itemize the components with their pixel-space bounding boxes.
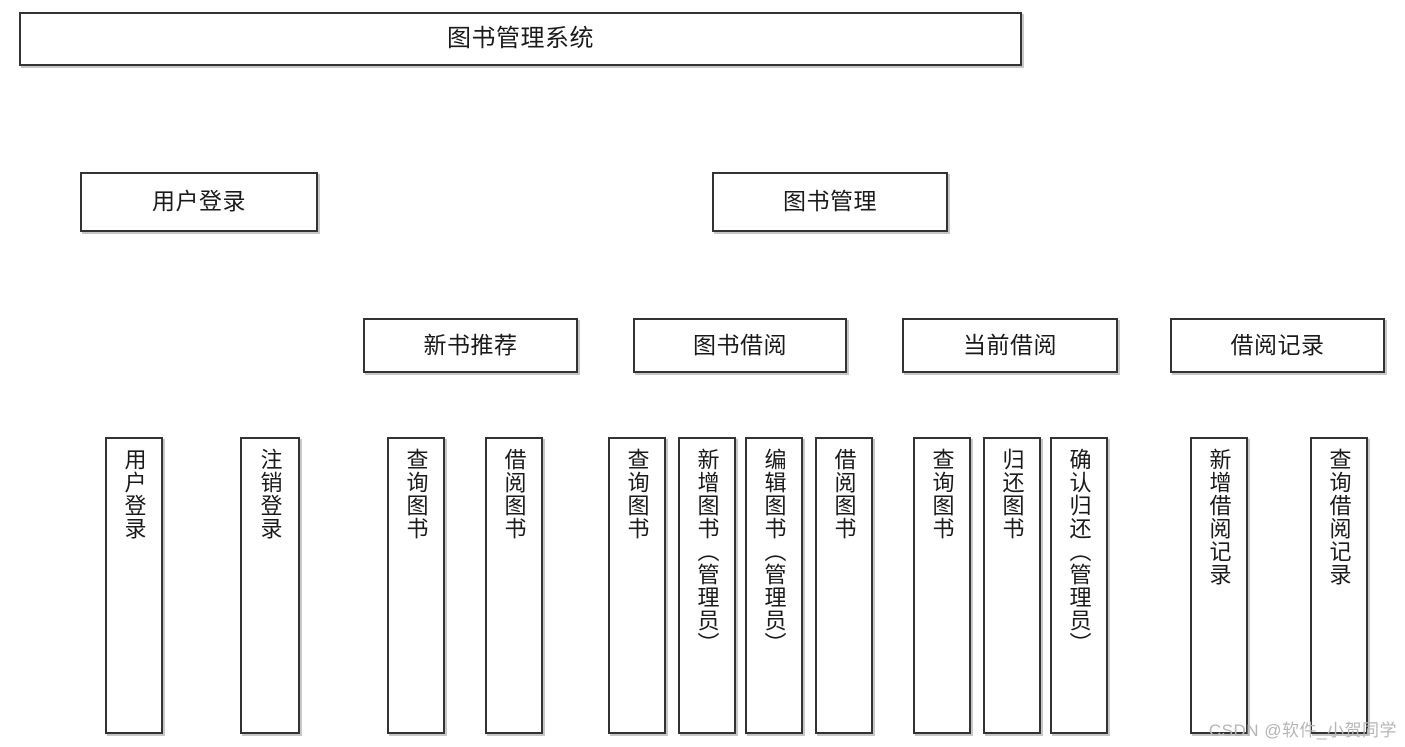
node-label: 图书借阅 (693, 331, 787, 358)
node-leaf-borrow-edit[interactable]: 编辑图书（管理员） (745, 437, 803, 734)
node-label: 归还图书 (999, 448, 1025, 540)
node-leaf-cur-return[interactable]: 归还图书 (983, 437, 1041, 734)
node-borrow-record[interactable]: 借阅记录 (1170, 318, 1385, 373)
node-label: 查询图书 (403, 448, 429, 540)
node-leaf-user-login[interactable]: 用户登录 (105, 437, 163, 734)
node-current-borrow[interactable]: 当前借阅 (902, 318, 1118, 373)
node-label: 确认归还（管理员） (1066, 448, 1092, 655)
node-label: 新书推荐 (423, 331, 518, 358)
node-leaf-rec-search[interactable]: 查询借阅记录 (1310, 437, 1368, 734)
node-leaf-rec-query[interactable]: 查询图书 (387, 437, 445, 734)
node-label: 注销登录 (257, 448, 283, 540)
node-leaf-borrow-add[interactable]: 新增图书（管理员） (678, 437, 736, 734)
node-leaf-rec-borrow[interactable]: 借阅图书 (485, 437, 543, 734)
node-label: 当前借阅 (963, 331, 1057, 358)
node-new-book-rec[interactable]: 新书推荐 (363, 318, 578, 373)
node-leaf-borrow-lend[interactable]: 借阅图书 (815, 437, 873, 734)
node-label: 图书管理系统 (447, 24, 594, 52)
node-label: 用户登录 (121, 448, 147, 540)
node-label: 用户登录 (152, 188, 246, 215)
node-user-login[interactable]: 用户登录 (80, 172, 318, 232)
node-label: 借阅图书 (501, 448, 527, 540)
node-label: 查询图书 (624, 448, 650, 540)
node-label: 查询图书 (929, 448, 955, 540)
node-leaf-borrow-query[interactable]: 查询图书 (608, 437, 666, 734)
watermark-text: CSDN @软件_小贺同学 (1208, 721, 1397, 740)
node-leaf-cur-confirm[interactable]: 确认归还（管理员） (1050, 437, 1108, 734)
node-book-borrow[interactable]: 图书借阅 (633, 318, 847, 373)
node-book-manage[interactable]: 图书管理 (712, 172, 948, 232)
node-label: 借阅记录 (1230, 331, 1325, 358)
node-label: 查询借阅记录 (1326, 448, 1352, 586)
node-label: 编辑图书（管理员） (761, 448, 787, 655)
node-label: 图书管理 (783, 188, 877, 215)
node-root-system[interactable]: 图书管理系统 (19, 12, 1022, 66)
node-leaf-user-logout[interactable]: 注销登录 (240, 437, 300, 734)
node-leaf-cur-query[interactable]: 查询图书 (913, 437, 971, 734)
node-leaf-rec-add[interactable]: 新增借阅记录 (1190, 437, 1248, 734)
node-label: 新增借阅记录 (1206, 448, 1232, 586)
node-label: 借阅图书 (831, 448, 857, 540)
node-label: 新增图书（管理员） (694, 448, 720, 655)
